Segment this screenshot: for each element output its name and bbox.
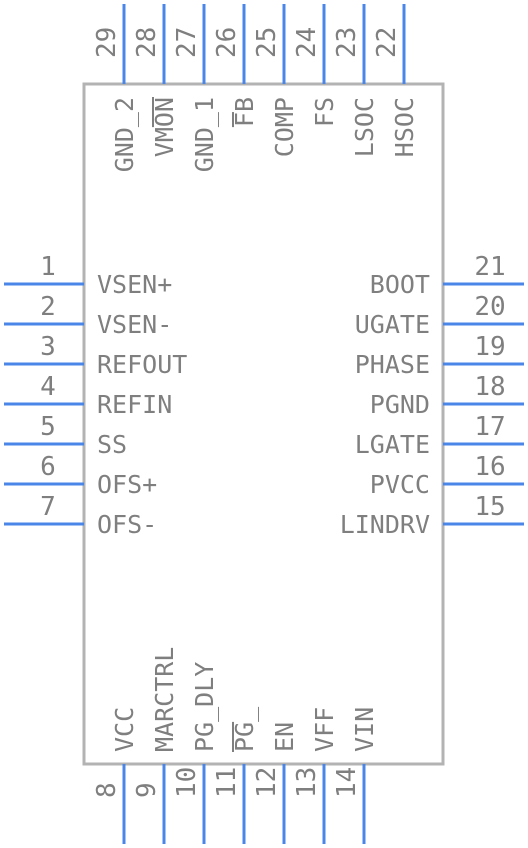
pin-17-number: 17 [474, 412, 505, 442]
pin-25-label: COMP [270, 97, 299, 157]
pin-24-number: 24 [292, 27, 322, 58]
pin-3-number: 3 [40, 332, 56, 362]
pin-21-number: 21 [474, 252, 505, 282]
pin-10-label: PG_DLY [190, 662, 219, 752]
pin-10-number: 10 [172, 767, 202, 798]
pin-13-number: 13 [292, 767, 322, 798]
pin-4-label: REFIN [97, 390, 172, 419]
pin-9-label: MARCTRL [150, 647, 179, 752]
pin-11-label: PG_ [230, 706, 259, 752]
pin-7-number: 7 [40, 492, 56, 522]
pin-28-number: 28 [132, 27, 162, 58]
ic-body [82, 82, 445, 766]
pin-28-label: VMON [150, 97, 179, 157]
pin-29-number: 29 [92, 27, 122, 58]
pin-8-number: 8 [92, 782, 122, 798]
pin-5-number: 5 [40, 412, 56, 442]
pin-20-label: UGATE [355, 310, 430, 339]
pin-12-number: 12 [252, 767, 282, 798]
pin-27-number: 27 [172, 27, 202, 58]
pin-24-label: FS [310, 97, 339, 127]
pin-8-label: VCC [110, 707, 139, 752]
pin-23-number: 23 [332, 27, 362, 58]
pin-26-label: FB [230, 97, 259, 127]
pin-6-label: OFS+ [97, 470, 157, 499]
pin-21-label: BOOT [370, 270, 430, 299]
pin-4-number: 4 [40, 372, 56, 402]
pin-23-label: LSOC [350, 97, 379, 157]
pin-7-label: OFS- [97, 510, 157, 539]
pin-15-label: LINDRV [340, 510, 430, 539]
pin-25-number: 25 [252, 27, 282, 58]
pin-16-label: PVCC [370, 470, 430, 499]
pin-18-label: PGND [370, 390, 430, 419]
pin-3-label: REFOUT [97, 350, 187, 379]
pin-16-number: 16 [474, 452, 505, 482]
pin-2-label: VSEN- [97, 310, 172, 339]
pin-6-number: 6 [40, 452, 56, 482]
pin-12-label: EN [270, 722, 299, 752]
pin-29-label: GND_2 [110, 97, 139, 172]
pin-15-number: 15 [474, 492, 505, 522]
pin-26-number: 26 [212, 27, 242, 58]
pin-27-label: GND_1 [190, 97, 219, 172]
pin-2-number: 2 [40, 292, 56, 322]
pin-19-number: 19 [474, 332, 505, 362]
pin-22-label: HSOC [390, 97, 419, 157]
pin-11-number: 11 [212, 767, 242, 798]
pin-18-number: 18 [474, 372, 505, 402]
pin-1-number: 1 [40, 252, 56, 282]
pin-13-label: VFF [310, 707, 339, 752]
pin-19-label: PHASE [355, 350, 430, 379]
pin-22-number: 22 [372, 27, 402, 58]
pin-5-label: SS [97, 430, 127, 459]
pin-17-label: LGATE [355, 430, 430, 459]
pin-14-number: 14 [332, 767, 362, 798]
pin-20-number: 20 [474, 292, 505, 322]
pin-14-label: VIN [350, 707, 379, 752]
pin-1-label: VSEN+ [97, 270, 172, 299]
pin-9-number: 9 [132, 782, 162, 798]
